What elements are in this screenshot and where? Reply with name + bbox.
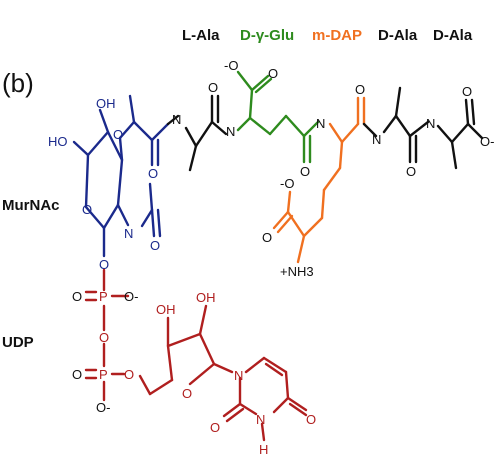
label-d-ala-2: D-Ala bbox=[433, 27, 473, 44]
uracil-bonds bbox=[222, 356, 308, 442]
atom-oh-c3: OH bbox=[196, 290, 216, 305]
d-ala-d-ala-bonds bbox=[362, 86, 484, 170]
atom-o-p1: O bbox=[72, 289, 82, 304]
atom-o-minus-p2: O- bbox=[96, 400, 110, 415]
atom-o-glu-amide: O bbox=[300, 164, 310, 179]
atom-o-minus-dala2: O- bbox=[480, 134, 494, 149]
panel-label: (b) bbox=[2, 68, 34, 98]
atom-o4-uracil: O bbox=[306, 412, 316, 427]
atom-o-p2: O bbox=[72, 367, 82, 382]
atom-nh-nac: N bbox=[124, 226, 133, 241]
atom-o-ribose: O bbox=[182, 386, 192, 401]
label-l-ala: L-Ala bbox=[182, 27, 220, 44]
atom-o-nac: O bbox=[150, 238, 160, 253]
atom-o-bridge: O bbox=[99, 330, 109, 345]
atom-oh-c2: OH bbox=[156, 302, 176, 317]
atom-o2-uracil: O bbox=[210, 420, 220, 435]
atom-h-n3: H bbox=[259, 442, 268, 457]
d-glu-bonds bbox=[236, 70, 320, 164]
atom-p1: P bbox=[99, 289, 108, 304]
atom-o-dala2: O bbox=[462, 84, 472, 99]
atom-o-dala1: O bbox=[406, 164, 416, 179]
atom-o-ether: O bbox=[113, 127, 123, 142]
atom-nh-ala: N bbox=[172, 112, 181, 127]
atom-o-dap: O bbox=[355, 82, 365, 97]
atom-n1-uracil: N bbox=[234, 368, 243, 383]
label-d-glu: D-γ-Glu bbox=[240, 27, 294, 44]
atom-p2: P bbox=[99, 367, 108, 382]
label-d-ala-1: D-Ala bbox=[378, 27, 418, 44]
atom-o-minus-p1: O- bbox=[124, 289, 138, 304]
label-murnac: MurNAc bbox=[2, 197, 60, 214]
atom-nh-dala2: N bbox=[426, 116, 435, 131]
atom-o-minus-glu: -O bbox=[224, 58, 238, 73]
atom-ho-c4: HO bbox=[48, 134, 68, 149]
atom-o-ring: O bbox=[82, 202, 92, 217]
atom-o-lactyl: O bbox=[148, 166, 158, 181]
label-m-dap: m-DAP bbox=[312, 27, 362, 44]
atom-oh-ch2: OH bbox=[96, 96, 116, 111]
m-dap-bonds bbox=[272, 96, 366, 264]
murnac-bonds bbox=[72, 94, 170, 258]
atom-o-anomeric: O bbox=[99, 257, 109, 272]
atom-nh-dap: N bbox=[316, 116, 325, 131]
atom-o-ester: O bbox=[124, 367, 134, 382]
atom-o-minus-dap: -O bbox=[280, 176, 294, 191]
atom-o-ala: O bbox=[208, 80, 218, 95]
ribose-bonds bbox=[166, 304, 234, 386]
atom-nh3-dap: +NH3 bbox=[280, 264, 314, 279]
label-udp: UDP bbox=[2, 334, 34, 351]
atom-nh-dala1: N bbox=[372, 132, 381, 147]
phosphate-bonds bbox=[84, 268, 174, 402]
atom-n3-uracil: N bbox=[256, 412, 265, 427]
atom-nh-glu: N bbox=[226, 124, 235, 139]
atom-o-dap-acid: O bbox=[262, 230, 272, 245]
l-ala-bonds bbox=[166, 94, 228, 172]
atom-o-glu: O bbox=[268, 66, 278, 81]
